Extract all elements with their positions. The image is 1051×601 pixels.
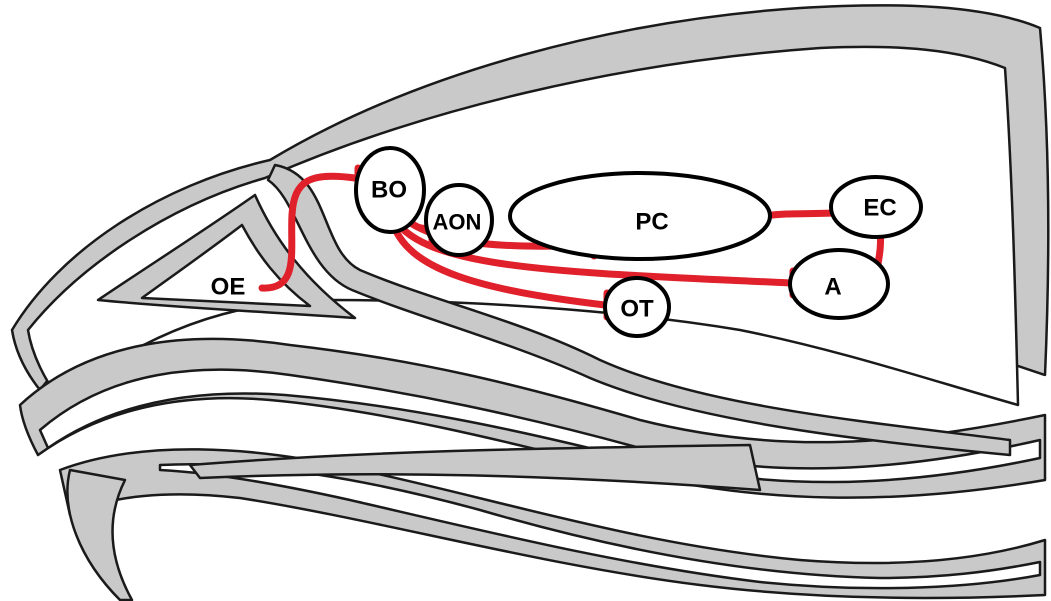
region-pc: PC xyxy=(510,173,770,259)
region-oe: OE xyxy=(211,274,246,301)
region-aon: AON xyxy=(426,185,492,255)
region-ot-label: OT xyxy=(620,296,654,323)
region-ot: OT xyxy=(605,278,669,336)
region-ec: EC xyxy=(831,177,921,237)
region-bo: BO xyxy=(356,148,424,232)
region-pc-label: PC xyxy=(635,209,668,236)
region-a: A xyxy=(790,250,888,318)
region-oe-label: OE xyxy=(211,274,246,301)
region-ec-label: EC xyxy=(863,195,896,222)
region-aon-label: AON xyxy=(433,210,482,235)
head-silhouette xyxy=(12,5,1048,600)
region-bo-label: BO xyxy=(371,177,407,204)
region-a-label: A xyxy=(824,274,841,301)
